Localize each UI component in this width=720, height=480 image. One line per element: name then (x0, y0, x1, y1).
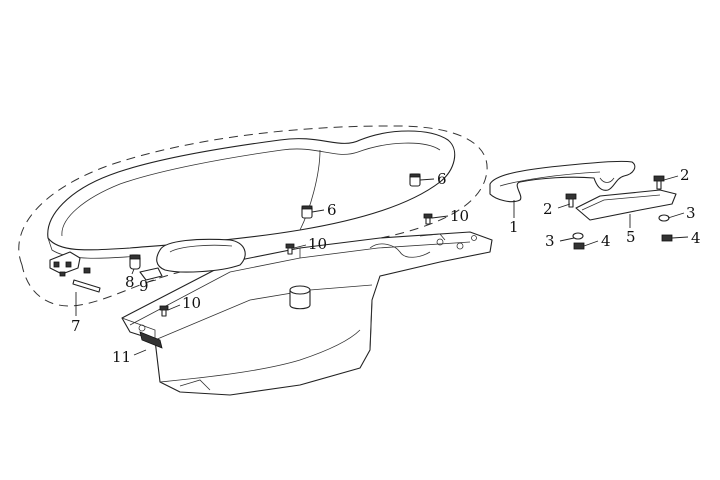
seat-assembly-dashed-outline (18, 125, 488, 307)
bolt-left (565, 193, 577, 208)
callout-1: 1 (509, 218, 519, 236)
callout-11: 11 (112, 348, 131, 366)
seat-cushion (47, 130, 456, 259)
seat-hinge-bracket (49, 251, 101, 293)
seat-knob (129, 254, 141, 270)
washer-right (658, 214, 670, 222)
nut-right (661, 234, 673, 242)
screw-upper (423, 213, 433, 225)
rear-carrier (575, 189, 677, 221)
callout-3-left: 3 (545, 232, 555, 250)
callout-7: 7 (71, 317, 81, 335)
storage-box (121, 231, 493, 396)
callout-5: 5 (626, 228, 636, 246)
callout-3-right: 3 (686, 204, 696, 222)
bolt-right (653, 175, 665, 190)
callout-10-lower: 10 (182, 294, 201, 312)
rubber-stopper-upper (409, 173, 421, 187)
callout-6-lower: 6 (327, 201, 337, 219)
callout-labels: 1 2 2 3 3 4 4 5 6 6 7 8 9 10 10 10 11 (71, 166, 701, 366)
rubber-stopper-lower (301, 205, 313, 219)
callout-2-left: 2 (543, 200, 553, 218)
callout-8: 8 (125, 273, 135, 291)
callout-9: 9 (139, 277, 149, 295)
callout-10-middle: 10 (308, 235, 327, 253)
screw-lower (159, 305, 169, 317)
rear-grab-rail (489, 160, 636, 203)
callout-10-upper: 10 (450, 207, 469, 225)
screw-middle (285, 243, 295, 255)
callout-6-upper: 6 (437, 170, 447, 188)
callout-2-right: 2 (680, 166, 690, 184)
seat-lock-cover (139, 238, 246, 281)
nut-left (573, 242, 585, 250)
callout-4-right: 4 (691, 229, 701, 247)
washer-left (572, 232, 584, 240)
callout-4-left: 4 (601, 232, 611, 250)
leader-lines (75, 175, 689, 356)
